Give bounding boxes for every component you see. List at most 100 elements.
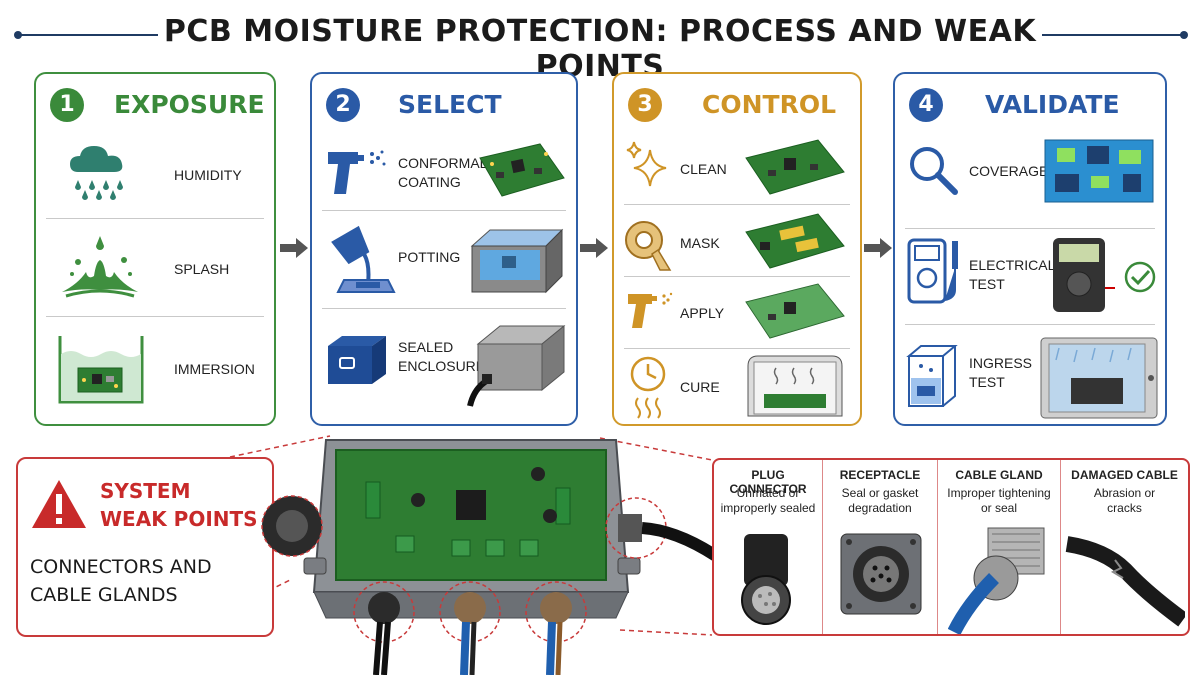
panel-exposure: 1 EXPOSURE HUMIDITY SPLASH IMMERSION xyxy=(34,72,276,426)
uv-inspection-image xyxy=(1044,139,1154,203)
flow-arrow-icon xyxy=(280,238,308,258)
ingress-chamber-image xyxy=(1040,337,1158,419)
clock-heat-icon xyxy=(630,356,666,419)
rain-cloud-icon xyxy=(70,146,123,200)
title-row: PCB MOISTURE PROTECTION: PROCESS AND WEA… xyxy=(0,10,1200,84)
detail-title: PLUG CONNECTOR xyxy=(729,468,807,496)
pouring-bucket-icon xyxy=(331,225,396,293)
coated-pcb-image xyxy=(745,283,845,339)
step-badge: 2 xyxy=(326,88,360,122)
divider xyxy=(322,308,566,309)
item-label: COVERAGE xyxy=(969,163,1049,179)
multimeter-icon xyxy=(907,238,958,304)
item-clean: CLEAN xyxy=(614,134,860,204)
damaged-cable-image xyxy=(1065,536,1185,627)
item-mask: MASK xyxy=(614,206,860,276)
check-icon xyxy=(1124,261,1156,293)
detail-title: CABLE GLAND xyxy=(955,468,1043,482)
detail-divider xyxy=(937,460,938,634)
detail-divider xyxy=(1060,460,1061,634)
panel-title: CONTROL xyxy=(702,90,837,119)
item-coverage: COVERAGE xyxy=(895,134,1165,224)
pcb-image xyxy=(745,139,845,195)
plug-connector-image xyxy=(741,534,791,625)
item-label: HUMIDITY xyxy=(174,167,242,183)
panel-title: VALIDATE xyxy=(985,90,1120,119)
flow-arrow-icon xyxy=(864,238,892,258)
pcb-image xyxy=(479,143,565,197)
item-immersion: IMMERSION xyxy=(36,324,274,416)
step-badge: 4 xyxy=(909,88,943,122)
sparkle-icon xyxy=(626,141,667,187)
detail-divider xyxy=(822,460,823,634)
panel-title: SELECT xyxy=(398,90,502,119)
page-title: PCB MOISTURE PROTECTION: PROCESS AND WEA… xyxy=(163,14,1037,84)
detail-title: DAMAGED CABLE xyxy=(1071,468,1178,482)
item-label: SPLASH xyxy=(174,261,230,277)
immersed-board-icon xyxy=(58,336,144,404)
spray-gun-icon xyxy=(328,150,386,194)
step-badge: 3 xyxy=(628,88,662,122)
item-label: APPLY xyxy=(680,305,725,321)
multimeter-image xyxy=(1053,238,1115,312)
divider xyxy=(905,324,1155,325)
panel-header: 2 SELECT xyxy=(312,82,576,128)
item-label: CLEAN xyxy=(680,161,727,177)
item-potting: POTTING xyxy=(312,216,576,308)
divider xyxy=(905,228,1155,229)
item-label: CURE xyxy=(680,379,720,395)
panel-header: 4 VALIDATE xyxy=(895,82,1165,128)
divider xyxy=(624,348,850,349)
item-label: IMMERSION xyxy=(174,361,255,377)
divider xyxy=(322,210,566,211)
item-label: POTTING xyxy=(398,249,461,265)
warning-triangle-icon xyxy=(32,480,86,528)
masked-pcb-image xyxy=(745,213,845,269)
divider xyxy=(624,276,850,277)
detail-title: RECEPTACLE xyxy=(839,468,921,482)
item-label: MASK xyxy=(680,235,720,251)
divider xyxy=(46,316,264,317)
divider xyxy=(624,204,850,205)
enclosure-image xyxy=(467,324,566,407)
receptacle-image xyxy=(840,533,922,615)
item-cure: CURE xyxy=(614,350,860,424)
title-rule-left xyxy=(18,34,158,36)
panel-header: 1 EXPOSURE xyxy=(36,82,274,128)
splash-icon xyxy=(62,236,138,298)
step-badge: 1 xyxy=(50,88,84,122)
magnifier-icon xyxy=(910,147,958,195)
item-humidity: HUMIDITY xyxy=(36,134,274,220)
item-apply: APPLY xyxy=(614,278,860,348)
potted-module-image xyxy=(470,228,564,294)
tape-roll-icon xyxy=(625,221,672,271)
divider xyxy=(46,218,264,219)
sealed-box-icon xyxy=(328,336,386,384)
item-splash: SPLASH xyxy=(36,224,274,316)
curing-oven-image xyxy=(747,355,843,417)
junction-box-image xyxy=(261,439,716,675)
panel-control: 3 CONTROL CLEAN MASK xyxy=(612,72,862,426)
panel-header: 3 CONTROL xyxy=(614,82,860,128)
